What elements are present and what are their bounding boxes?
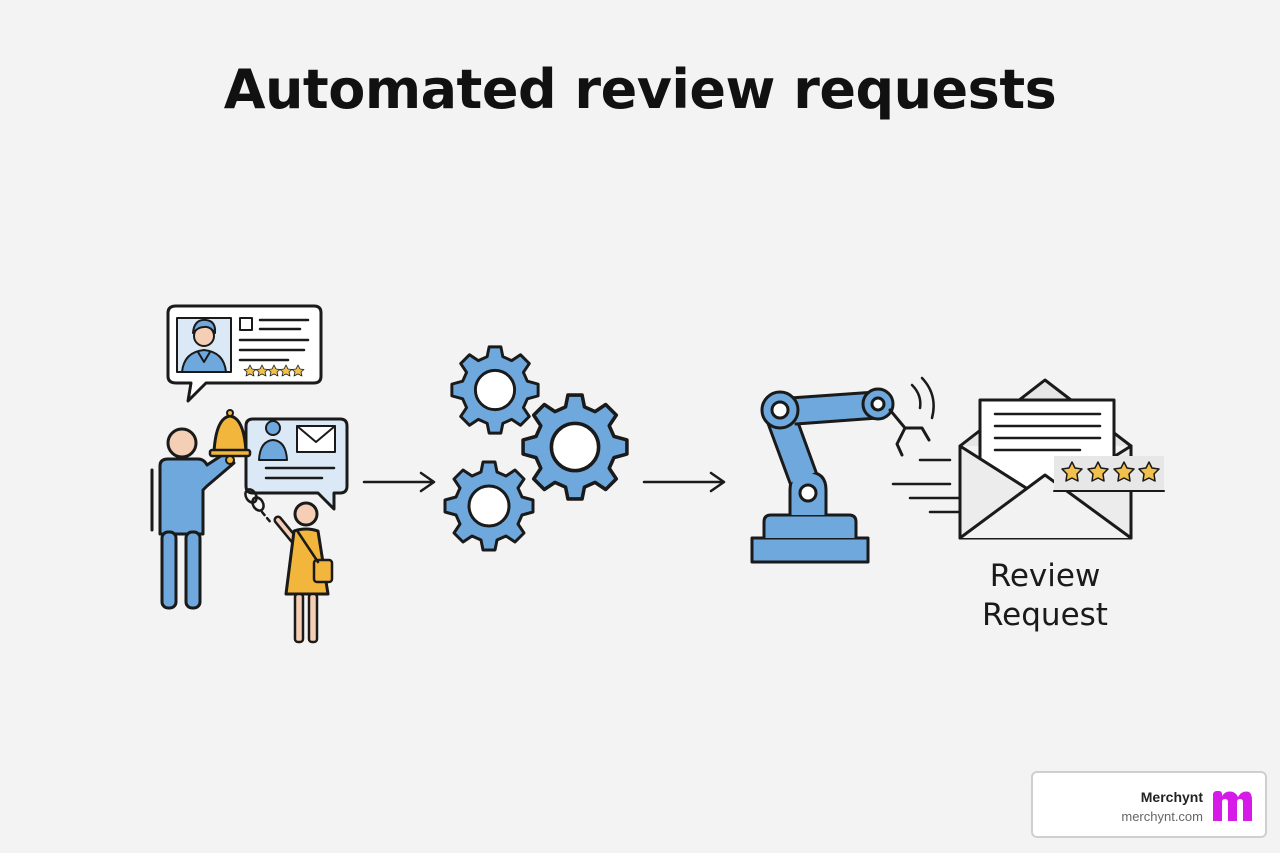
- page-title: Automated review requests: [223, 58, 1057, 121]
- bell-icon: [208, 409, 252, 465]
- envelope-icon: [958, 378, 1165, 540]
- gear-icon: [443, 460, 535, 552]
- brand-url: merchynt.com: [1121, 809, 1203, 824]
- gear-icon: [521, 393, 629, 501]
- arrow-icon: [642, 471, 726, 493]
- profile-card-icon: [166, 304, 323, 403]
- brand-card: Merchynt merchynt.com: [1031, 771, 1267, 838]
- person-icon: [273, 501, 334, 644]
- link-icon: [244, 488, 274, 526]
- star-icon: [1061, 461, 1160, 482]
- arrow-icon: [362, 471, 436, 493]
- review-request-label: Request: [982, 597, 1108, 633]
- robot-arm-icon: [750, 376, 935, 564]
- brand-name: Merchynt: [1140, 789, 1203, 805]
- gear-icon: [450, 345, 540, 435]
- brand-logo-icon: [1213, 791, 1252, 821]
- mail-card-icon: [244, 417, 349, 511]
- review-request-label: Review: [989, 558, 1101, 594]
- person-icon: [150, 427, 236, 610]
